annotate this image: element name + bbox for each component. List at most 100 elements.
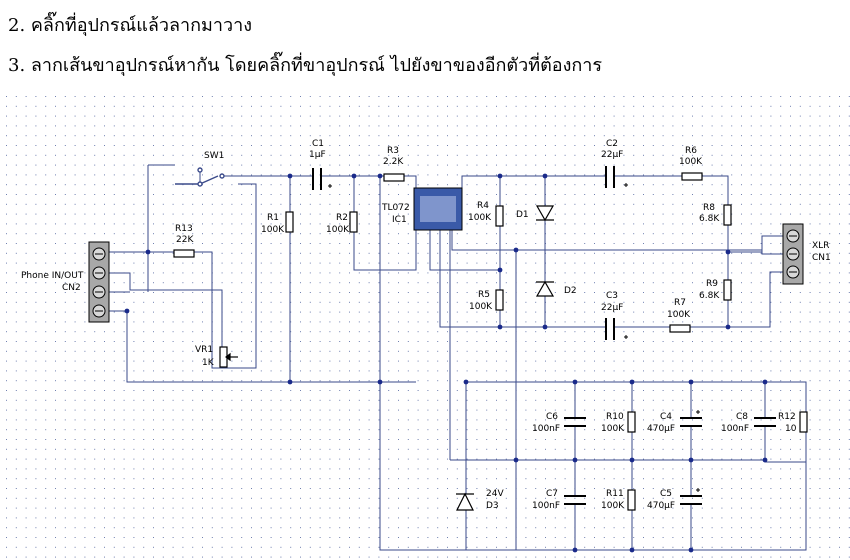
label-ic-part: TL072	[381, 203, 410, 213]
wire-segment	[761, 250, 783, 255]
diode-d1[interactable]	[535, 205, 555, 222]
junction-dot	[287, 173, 293, 179]
label-r3-value: 2.2K	[383, 157, 404, 167]
label-ic-ref: IC1	[392, 215, 407, 225]
label-r6-value: 100K	[679, 157, 703, 167]
junction-dot	[497, 267, 503, 273]
resistor-r1[interactable]	[285, 211, 294, 233]
label-c5: C5	[660, 489, 672, 499]
label-c7: C7	[546, 489, 558, 499]
capacitor-c7[interactable]	[564, 495, 586, 505]
resistor-r13[interactable]	[173, 249, 195, 258]
capacitor-c2[interactable]	[605, 166, 615, 188]
junction-dot	[572, 547, 578, 553]
resistor-r8[interactable]	[723, 204, 732, 226]
resistor-r9[interactable]	[723, 279, 732, 301]
capacitor-c8[interactable]	[754, 417, 776, 427]
junction-dot	[629, 379, 635, 385]
label-c6-value: 100nF	[532, 424, 560, 434]
label-c3: C3	[606, 291, 618, 301]
label-c2-value: 22µF	[601, 150, 623, 160]
junction-dot	[124, 308, 130, 314]
capacitor-c1[interactable]	[312, 168, 322, 190]
diode-d2[interactable]	[535, 280, 555, 297]
junction-dot	[762, 457, 768, 463]
resistor-r7[interactable]	[669, 324, 691, 333]
label-c5-value: 470µF	[647, 501, 675, 511]
resistor-r5[interactable]	[495, 289, 504, 311]
label-vr1-value: 1K	[202, 358, 215, 368]
switch-sw1[interactable]	[175, 167, 225, 187]
label-c3-value: 22µF	[601, 303, 623, 313]
label-r2: R2	[336, 213, 348, 223]
resistor-r6[interactable]	[681, 172, 703, 181]
wire-segment	[379, 176, 516, 551]
resistor-r2[interactable]	[349, 211, 358, 233]
connector-cn2[interactable]	[88, 241, 110, 323]
wire-segment	[439, 230, 606, 328]
schematic-canvas[interactable]: SW1 C1 1µF R3 2.2K C2 22µF R6 100K R8 6.…	[0, 90, 850, 560]
resistor-r3[interactable]	[383, 173, 405, 182]
label-r5-value: 100K	[469, 302, 493, 312]
diode-d3[interactable]	[456, 492, 474, 511]
label-r12: R12	[778, 412, 796, 422]
label-r8: R8	[703, 203, 715, 213]
label-r5: R5	[478, 290, 490, 300]
polarity-marks	[328, 183, 700, 492]
schematic-svg[interactable]: SW1 C1 1µF R3 2.2K C2 22µF R6 100K R8 6.…	[0, 90, 850, 560]
junction-dot	[629, 457, 635, 463]
label-c8: C8	[736, 412, 748, 422]
label-r10: R10	[606, 412, 624, 422]
resistor-r12[interactable]	[799, 411, 808, 433]
label-r12-value: 10	[785, 424, 797, 434]
label-d1: D1	[516, 210, 529, 220]
label-d3-value: 24V	[486, 489, 504, 499]
capacitor-c5[interactable]	[680, 495, 702, 505]
junction-dot	[513, 247, 519, 253]
junction-dot	[497, 324, 503, 330]
capacitor-c4[interactable]	[680, 417, 702, 427]
ic-tl072[interactable]	[413, 187, 463, 231]
junction-dot	[572, 379, 578, 385]
label-r3: R3	[387, 146, 399, 156]
instruction-step-3: 3. ลากเส้นขาอุปกรณ์หากัน โดยคลิ๊กที่ขาอุ…	[8, 55, 603, 76]
wire-segment	[461, 175, 606, 188]
capacitor-c3[interactable]	[605, 318, 615, 340]
label-r11: R11	[606, 489, 624, 499]
label-r4-value: 100K	[468, 213, 492, 223]
capacitor-c6[interactable]	[564, 417, 586, 427]
junction-dot	[542, 324, 548, 330]
wire-segment	[404, 175, 417, 188]
label-phone: Phone IN/OUT	[21, 271, 84, 281]
label-r4: R4	[477, 201, 489, 211]
label-r6: R6	[685, 146, 697, 156]
connector-xlr-cn1[interactable]	[782, 223, 804, 285]
label-c7-value: 100nF	[532, 501, 560, 511]
junction-dot	[513, 457, 519, 463]
junction-dot	[572, 457, 578, 463]
label-r2-value: 100K	[326, 225, 350, 235]
junction-dot	[463, 379, 469, 385]
label-r1-value: 100K	[261, 225, 285, 235]
potentiometer-vr1[interactable]	[219, 346, 238, 368]
wire-segment	[451, 230, 783, 251]
wire-segment	[516, 462, 807, 551]
junctions	[124, 173, 768, 553]
label-r13: R13	[175, 224, 193, 234]
instruction-step-2: 2. คลิ๊กที่อุปกรณ์แล้วลากมาวาง	[8, 15, 252, 36]
junction-dot	[688, 457, 694, 463]
junction-dot	[377, 173, 383, 179]
resistor-r10[interactable]	[627, 411, 636, 433]
resistor-r11[interactable]	[627, 489, 636, 511]
junction-dot	[629, 547, 635, 553]
junction-dot	[725, 249, 731, 255]
label-d2: D2	[564, 286, 577, 296]
junction-dot	[351, 173, 357, 179]
label-c2: C2	[606, 139, 618, 149]
label-c4-value: 470µF	[647, 424, 675, 434]
label-r11-value: 100K	[601, 501, 625, 511]
grid-dots	[6, 96, 850, 558]
label-r9: R9	[706, 279, 718, 289]
resistor-r4[interactable]	[495, 205, 504, 227]
label-c4: C4	[660, 412, 672, 422]
